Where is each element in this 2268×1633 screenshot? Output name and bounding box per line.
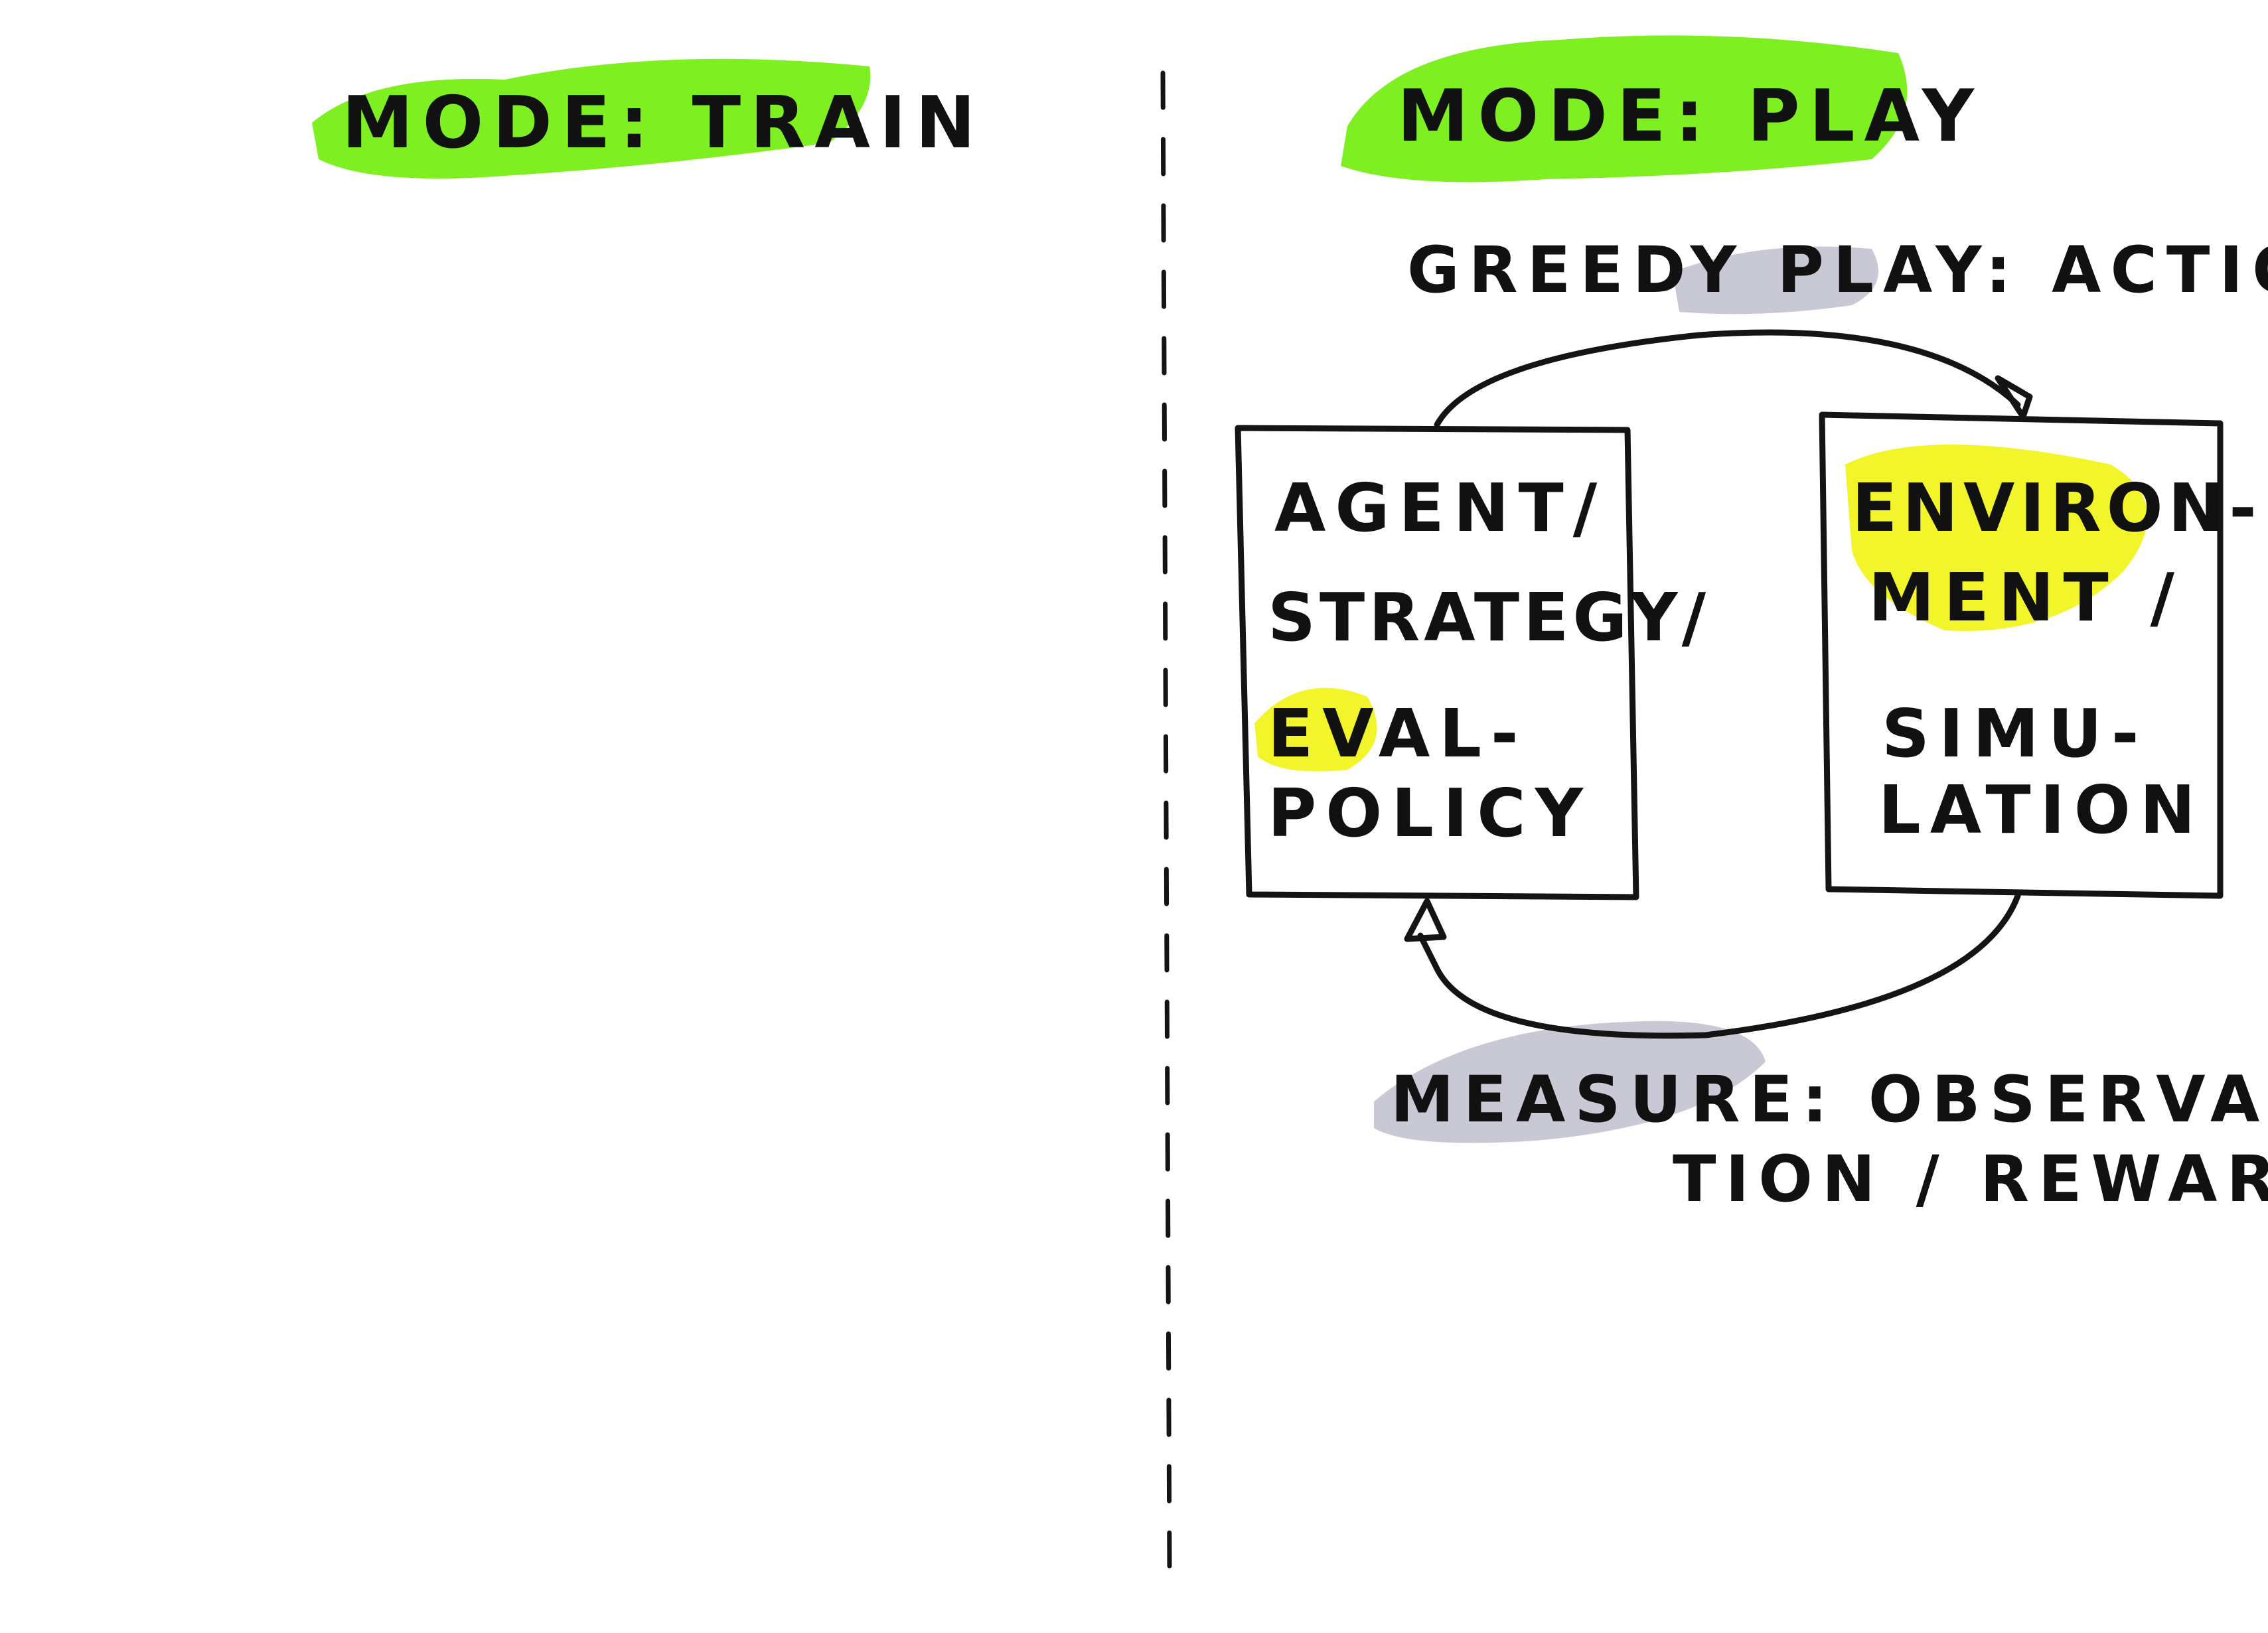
environment-box-line3: SIMU- [1882, 695, 2148, 772]
action-arrow [1434, 329, 2021, 428]
play-mode-label: MODE: PLAY [1397, 75, 1983, 158]
action-arrowhead [1995, 375, 2033, 420]
measure-highlight [1374, 1021, 1766, 1143]
environment-box-line4: LATION [1878, 771, 2204, 849]
mode-divider-line [1160, 70, 1172, 1569]
play-mode-highlight [1341, 35, 1908, 182]
observation-arrowhead [1404, 898, 1447, 942]
agent-box-line3: EVAL- [1268, 695, 1528, 772]
greedy-play-highlight [1673, 246, 1878, 315]
observation-arrow [1417, 892, 2021, 1039]
action-edge-label: GREEDY PLAY: ACTION [1407, 233, 2268, 307]
environment-box [1819, 411, 2224, 899]
eval-highlight [1254, 687, 1377, 772]
agent-box [1235, 425, 1639, 900]
environment-box-line1: ENVIRON- [1852, 469, 2262, 547]
agent-box-line1: AGENT/ [1274, 469, 1606, 547]
train-mode-label: MODE: TRAIN [342, 82, 984, 165]
measure-edge-label-line2: TION / REWARD [1673, 1142, 2268, 1216]
agent-box-line2: STRATEGY/ [1268, 579, 1710, 656]
environment-highlight [1845, 445, 2148, 631]
measure-edge-label-line1: MEASURE: OBSERVA- [1391, 1062, 2268, 1137]
environment-box-line2: MENT / [1868, 559, 2184, 636]
train-mode-highlight [312, 58, 871, 179]
agent-box-line4: POLICY [1268, 774, 1592, 852]
